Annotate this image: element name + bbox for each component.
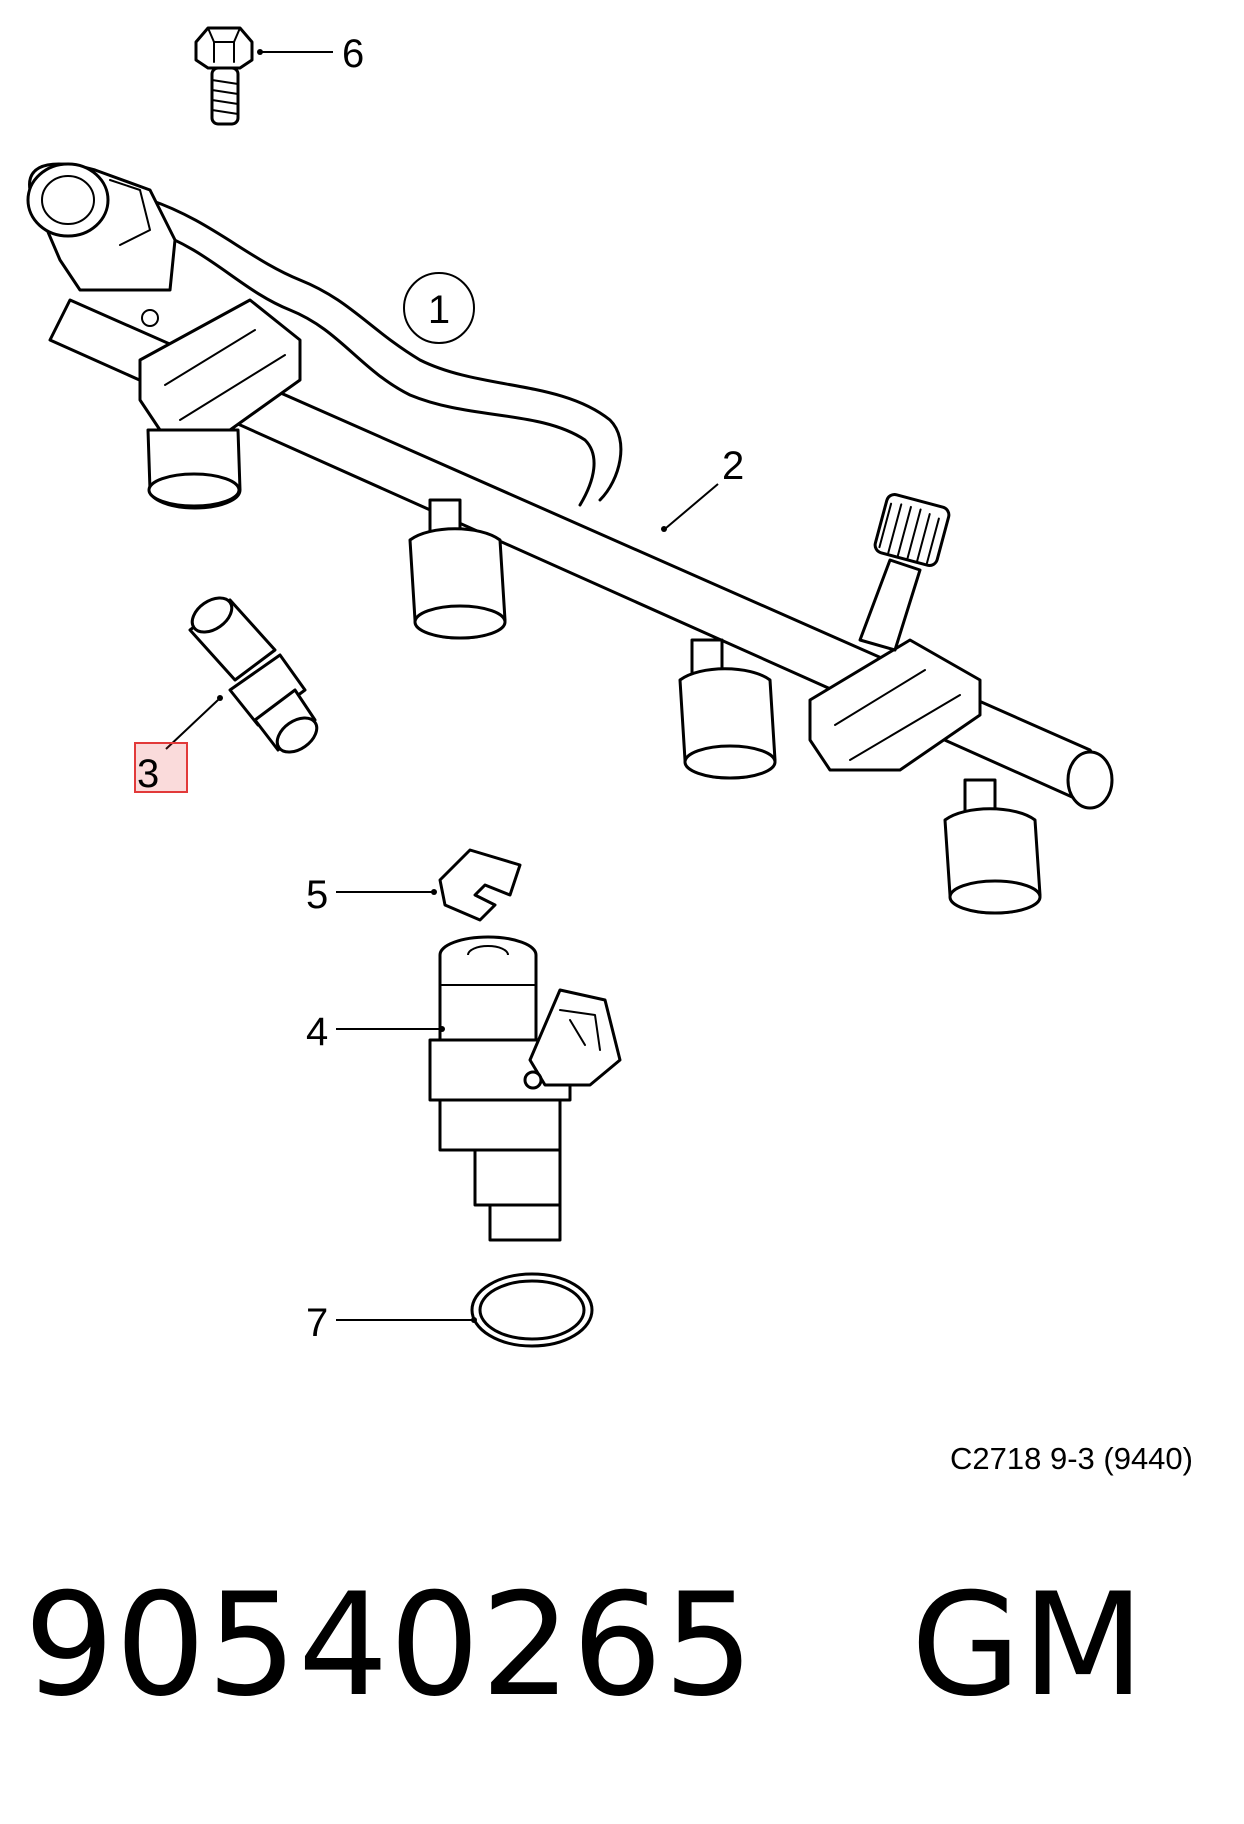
- drawing-reference: C2718 9-3 (9440): [950, 1441, 1193, 1476]
- brand-name: GM: [910, 1563, 1146, 1728]
- callout-4: 4: [306, 1010, 328, 1054]
- clip-part-5: [438, 848, 522, 922]
- injector-cup-3: [678, 638, 777, 780]
- o-ring-part-7: [470, 1272, 594, 1348]
- bolt-part-6: [194, 26, 254, 126]
- injector-cup-1: [146, 428, 242, 510]
- callout-6: 6: [342, 32, 364, 76]
- injector-cup-4: [943, 778, 1042, 915]
- leader-lines: [165, 49, 719, 1323]
- callout-1-circle: [403, 272, 475, 344]
- fitting-part-3: [188, 596, 319, 754]
- callout-7: 7: [306, 1301, 328, 1345]
- callout-1: 1: [428, 288, 450, 332]
- part-number-banner: 90540265 GM: [24, 1575, 1145, 1717]
- callout-3-highlight: [134, 742, 188, 793]
- callout-3: 3: [137, 752, 159, 796]
- part-number: 90540265: [24, 1563, 755, 1728]
- injector-cup-2: [408, 498, 507, 640]
- injector-part-4: [428, 935, 622, 1242]
- fuel-rail-part-2: [26, 162, 1114, 915]
- callout-5: 5: [306, 873, 328, 917]
- callout-2: 2: [722, 444, 744, 488]
